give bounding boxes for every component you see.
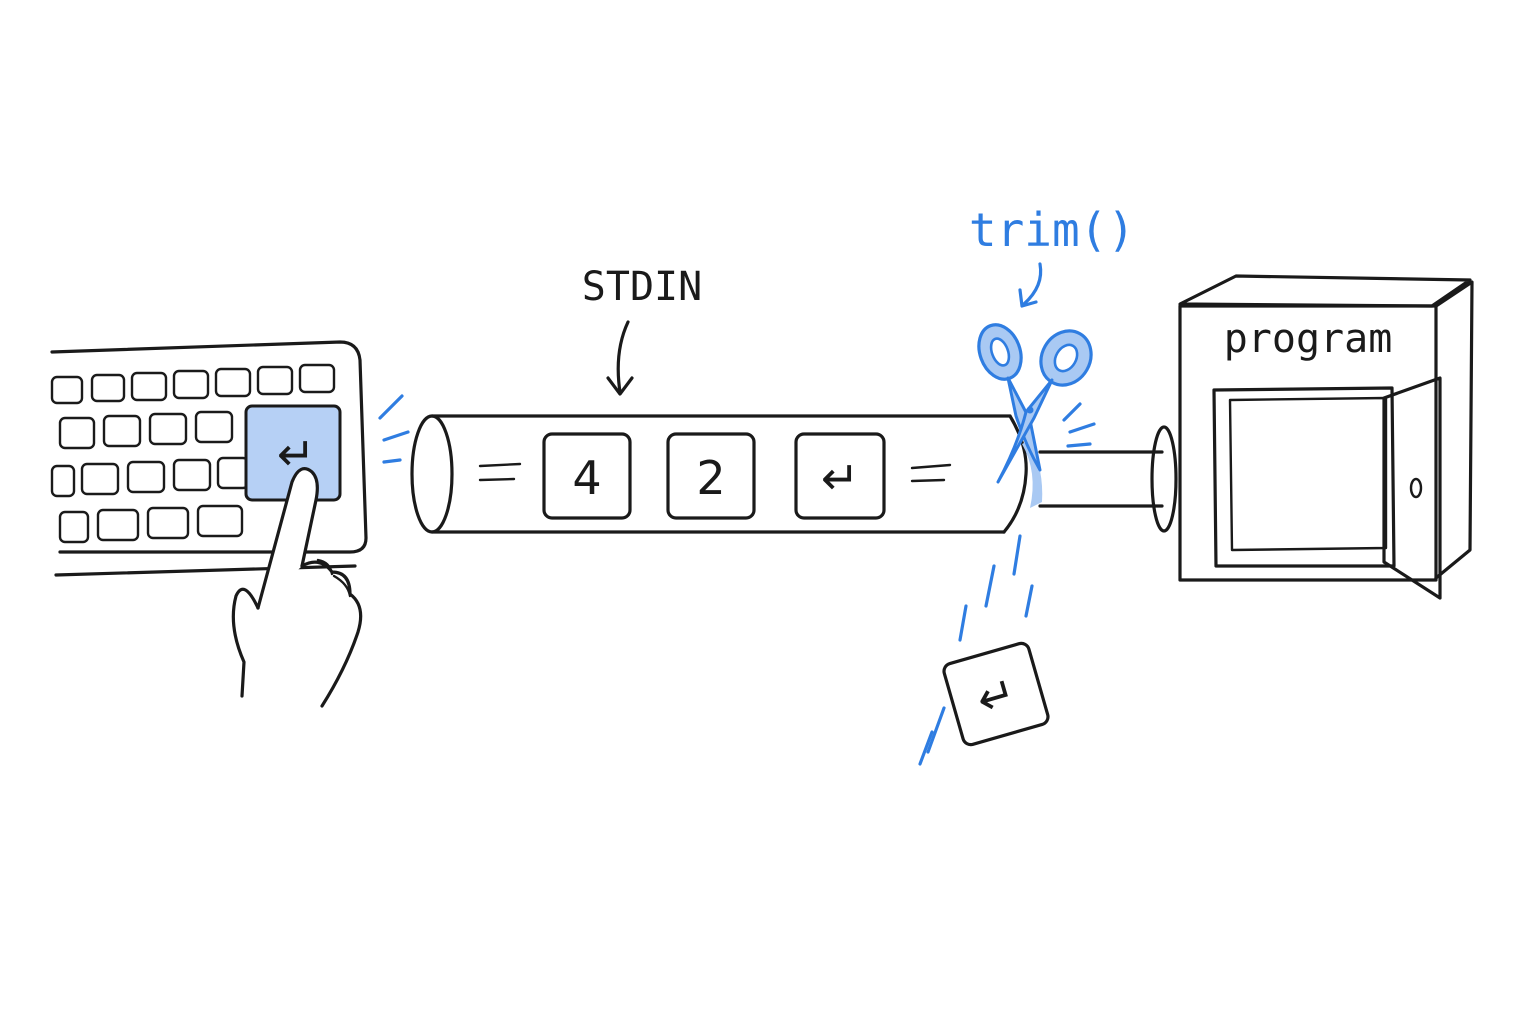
pointing-hand-icon [231,467,363,708]
stdin-arrow [606,320,634,396]
trim-arrow [1018,262,1043,308]
keypress-motion-lines [378,394,410,464]
stdin-label: STDIN [582,264,702,310]
connector-pipe [1038,425,1178,533]
svg-text:↵: ↵ [971,665,1023,728]
scissors-icon [977,323,1093,484]
program-label: program [1224,316,1393,362]
svg-text:↵: ↵ [821,451,860,505]
token-4: 4 [542,432,632,520]
svg-text:4: 4 [572,451,601,505]
token-2: 2 [666,432,756,520]
cut-motion-lines [1062,402,1096,448]
stream-tokens: 4 2 ↵ [542,432,886,520]
dropped-newline-token: ↵ [942,641,1050,747]
keyboard-icon [50,340,368,577]
svg-text:2: 2 [696,451,725,505]
cut-mark [1022,440,1043,508]
stdin-pipe [410,414,1028,534]
trim-label: trim() [969,203,1135,257]
fall-motion-lines [918,534,1034,766]
token-newline: ↵ [794,432,886,520]
program-box-icon [1178,274,1474,600]
